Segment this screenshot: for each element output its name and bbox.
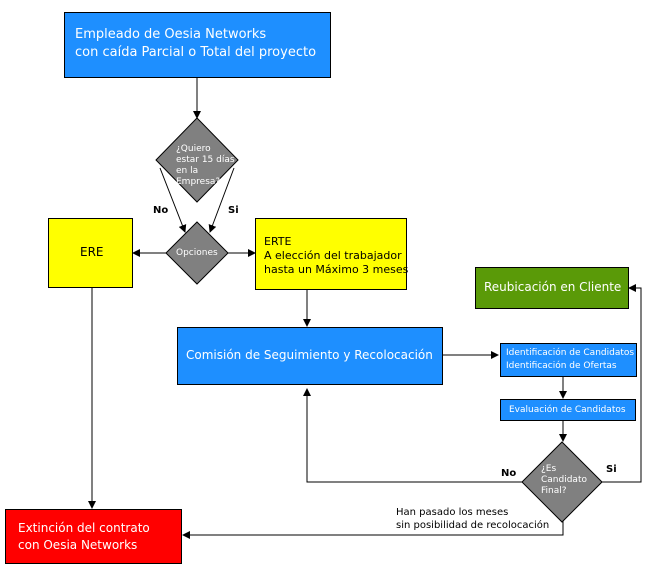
node-empleado: Empleado de Oesia Networks con caída Par… xyxy=(64,12,331,78)
node-evaluacion: Evaluación de Candidatos xyxy=(500,399,636,421)
decision-candidato-line1: ¿Es xyxy=(541,464,557,474)
decision-quiero-line2: estar 15 días xyxy=(176,155,235,165)
node-evaluacion-label: Evaluación de Candidatos xyxy=(509,405,626,415)
node-reubicacion-label: Reubicación en Cliente xyxy=(484,280,622,294)
node-reubicacion: Reubicación en Cliente xyxy=(475,267,629,309)
node-identificacion-line1: Identificación de Candidatos xyxy=(506,348,635,358)
decision-candidato-line2: Candidato xyxy=(541,475,587,485)
node-comision-label: Comisión de Seguimiento y Recolocación xyxy=(186,348,433,362)
node-erte-line1: ERTE xyxy=(264,235,292,248)
node-identificacion: Identificación de Candidatos Identificac… xyxy=(500,343,637,377)
node-extincion-line2: con Oesia Networks xyxy=(18,538,138,552)
arrow-no-to-opciones xyxy=(159,167,187,233)
arrow-no-to-comision xyxy=(303,388,522,483)
node-ere: ERE xyxy=(48,218,133,288)
decision-candidato-diamond xyxy=(521,441,603,523)
label-no: No xyxy=(153,205,169,216)
node-erte: ERTE A elección del trabajador hasta un … xyxy=(255,218,409,290)
node-extincion-line1: Extinción del contrato xyxy=(18,521,150,535)
node-erte-line2: A elección del trabajador xyxy=(264,249,402,262)
decision-quiero-line4: Empresa? xyxy=(176,177,221,187)
label-han-pasado-line1: Han pasado los meses xyxy=(396,507,509,518)
arrow-to-extincion xyxy=(182,521,564,539)
decision-quiero-line1: ¿Quiero xyxy=(176,144,211,154)
node-extincion: Extinción del contrato con Oesia Network… xyxy=(5,509,182,564)
label-no-candidato: No xyxy=(501,468,517,479)
node-comision: Comisión de Seguimiento y Recolocación xyxy=(177,327,443,385)
node-empleado-line2: con caída Parcial o Total del proyecto xyxy=(75,45,317,60)
node-empleado-line1: Empleado de Oesia Networks xyxy=(75,27,267,42)
label-si: Si xyxy=(228,205,239,216)
decision-opciones-diamond xyxy=(165,221,229,285)
decision-opciones-label: Opciones xyxy=(176,248,218,258)
node-erte-line3: hasta un Máximo 3 meses xyxy=(264,263,409,276)
arrow-si-to-opciones xyxy=(208,167,235,233)
decision-quiero-line3: en la xyxy=(176,166,199,176)
arrow-si-to-reubicacion xyxy=(600,284,642,483)
label-han-pasado-line2: sin posibilidad de recolocación xyxy=(396,520,550,531)
decision-quiero-diamond xyxy=(155,117,239,203)
label-si-candidato: Si xyxy=(606,464,617,475)
node-ere-label: ERE xyxy=(80,245,104,259)
node-identificacion-line2: Identificación de Ofertas xyxy=(506,361,617,371)
decision-candidato-line3: Final? xyxy=(541,486,567,496)
